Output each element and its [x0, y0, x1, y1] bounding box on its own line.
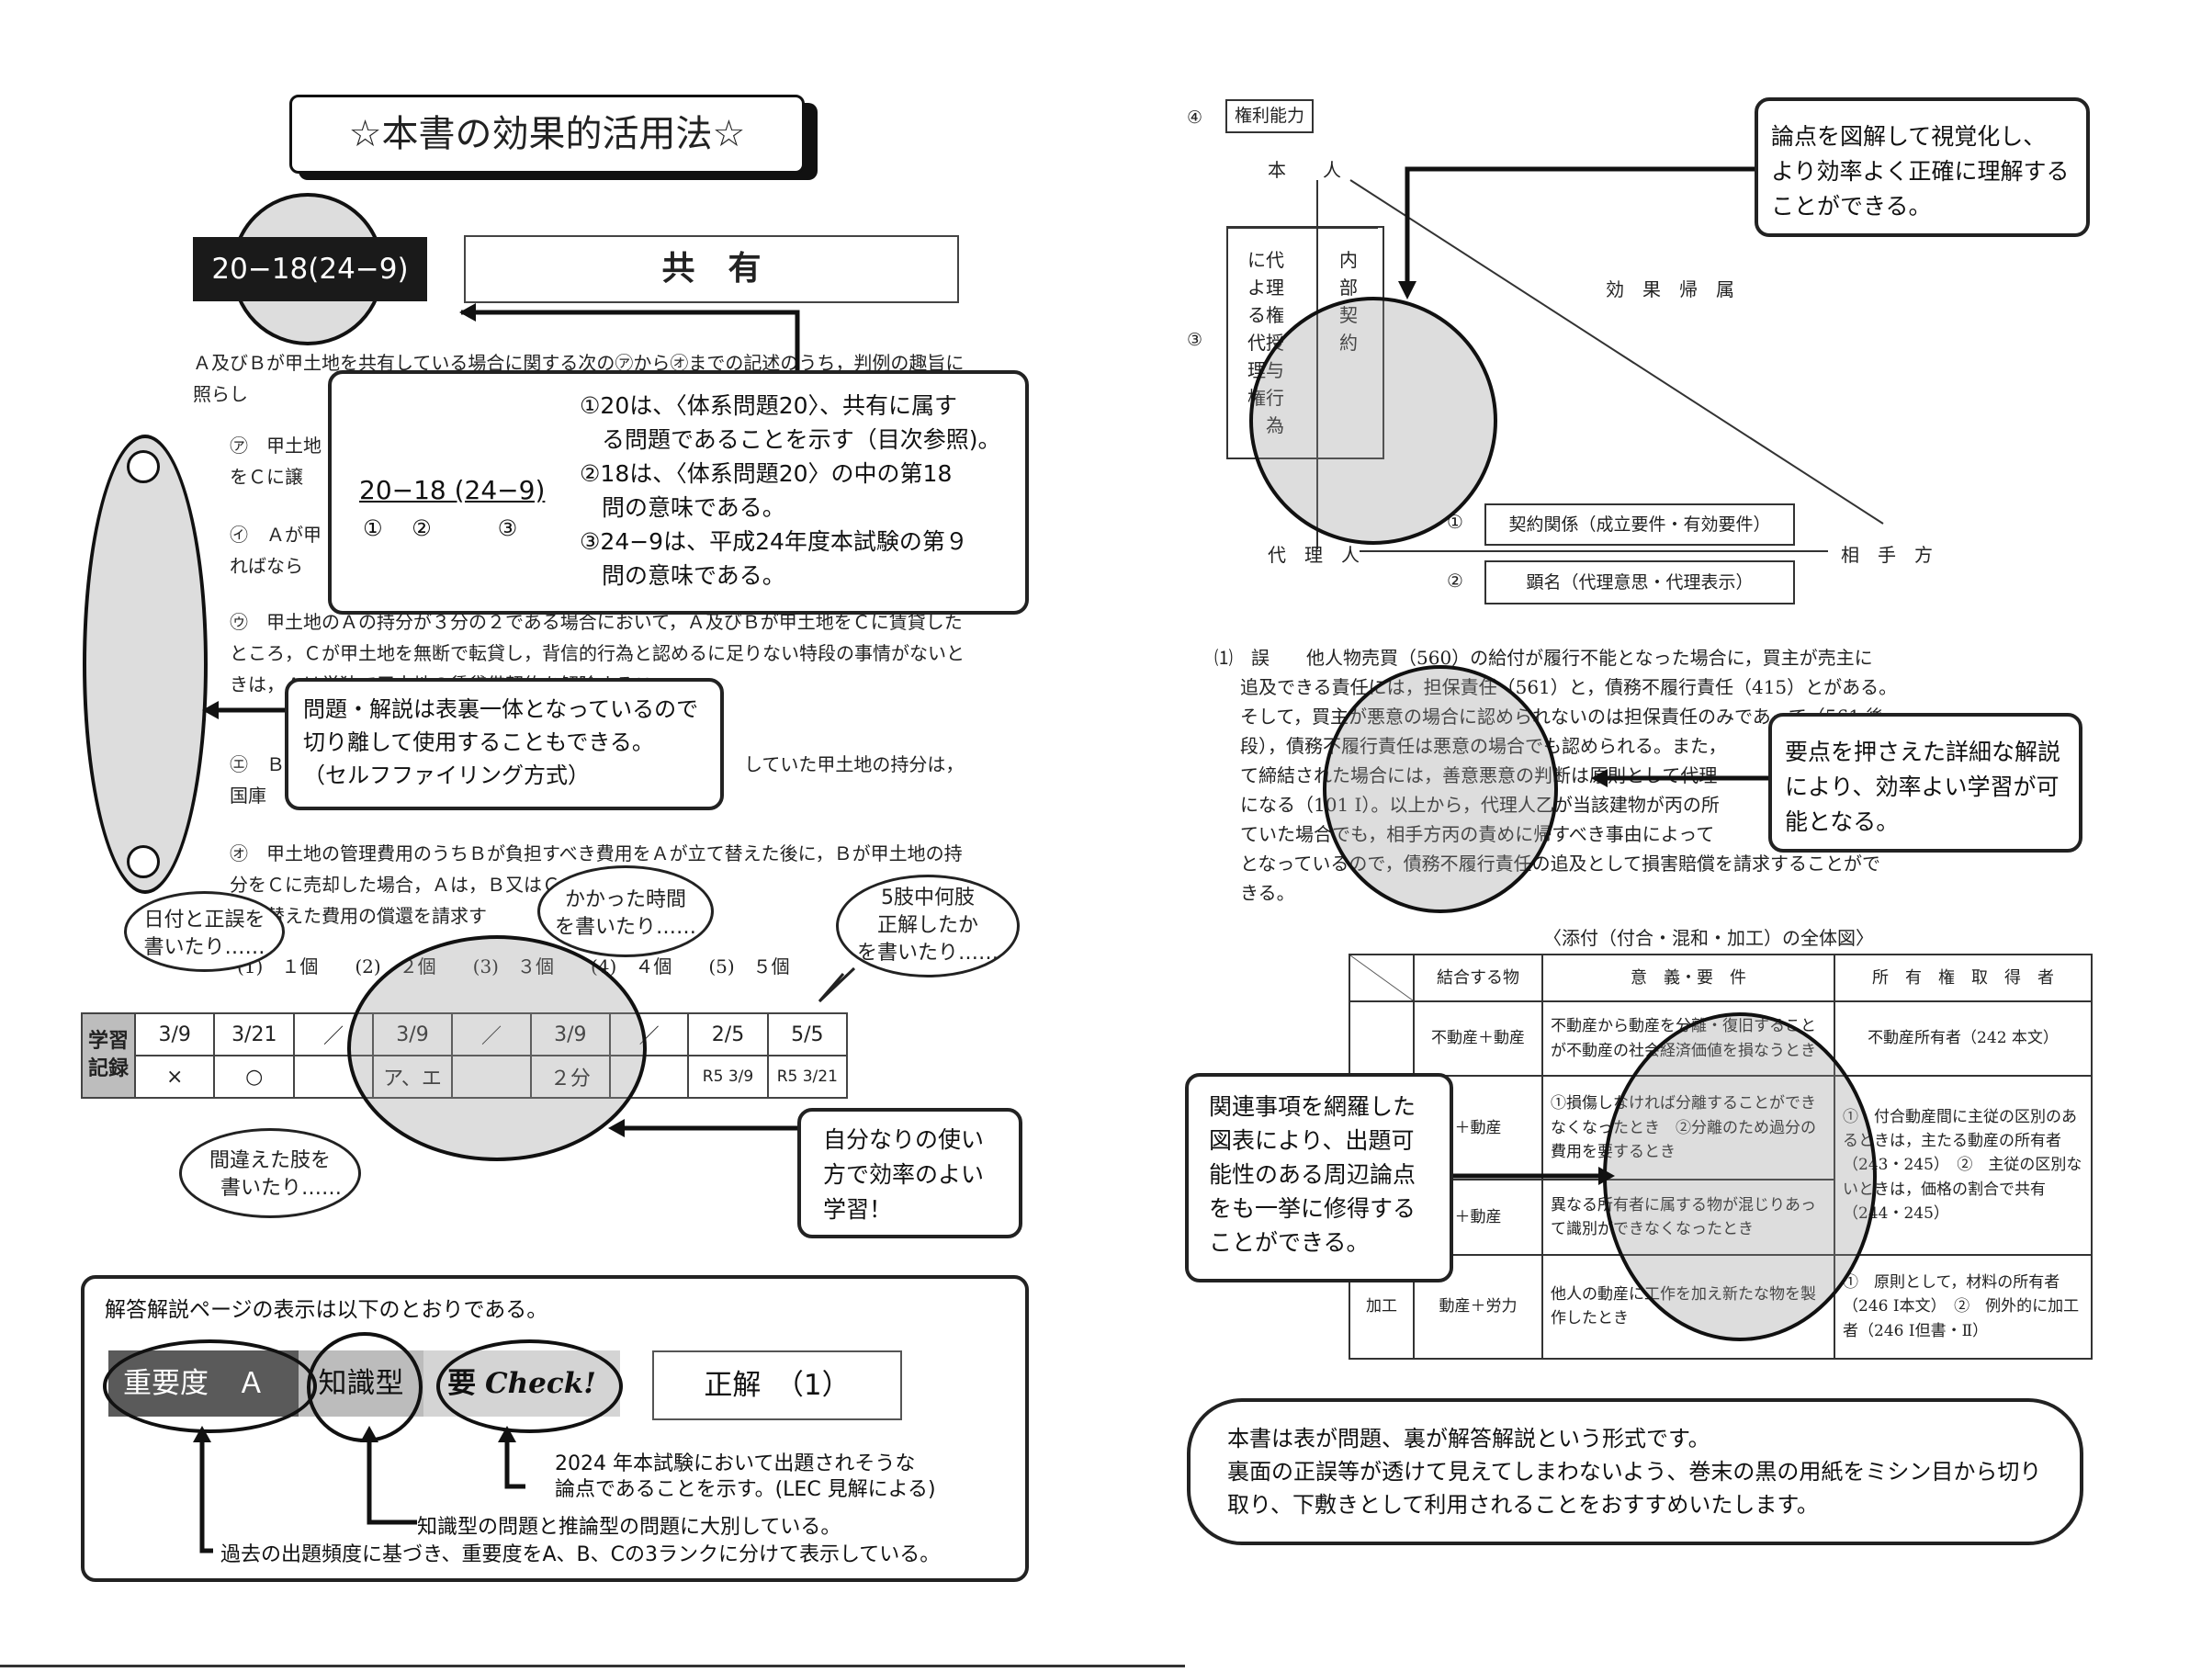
bubble-wrong: 間違えた肢を書いたり…… — [179, 1128, 361, 1218]
numbering-code: 20−18 (24−9) — [359, 475, 546, 505]
explanation-lens — [1323, 665, 1558, 913]
diagram-lens — [1249, 297, 1497, 545]
counterparty-label: 相 手 方 — [1841, 544, 1933, 566]
note-importance: 過去の出題頻度に基づき、重要度をA、B、Cの3ランクに分けて表示している。 — [220, 1543, 941, 1566]
record-cell[interactable]: 2/5 — [687, 1012, 769, 1056]
option-i: ㋑ Ａが甲ればなら — [230, 524, 322, 577]
attach-cell: 不動産所有者（242 本文） — [1834, 1000, 2093, 1078]
record-cell[interactable]: 3/9 — [134, 1012, 216, 1056]
answer-page-box: 解答解説ページの表示は以下のとおりである。 重要度 Ａ 知識型 要 Check!… — [81, 1275, 1029, 1582]
callout-separable-pointer — [202, 701, 292, 719]
attach-header: 所 有 権 取 得 者 — [1834, 954, 2093, 1002]
section-num: ④ — [1187, 107, 1203, 128]
bubble-which: 5肢中何肢正解したかを書いたり…… — [836, 875, 1020, 977]
effect-label: 効 果 帰 属 — [1606, 278, 1734, 300]
note-type: 知識型の問題と推論型の問題に大別している。 — [417, 1516, 841, 1539]
attach-header: 結合する物 — [1413, 954, 1543, 1002]
numbering-marks: ① ② ③ — [363, 515, 518, 541]
attach-cell: 不動産＋動産 — [1413, 1000, 1543, 1078]
circle3-label: ③ — [1187, 330, 1203, 350]
callout-numbering-pointer — [459, 303, 800, 378]
attach-cell: ① 原則として，材料の所有者（246 Ⅰ本文） ② 例外的に加工者（246 Ⅰ但… — [1834, 1253, 2093, 1361]
callout-explain-pointer — [1591, 769, 1773, 787]
principal-label: 本 人 — [1268, 159, 1341, 181]
bubble-which-tail — [818, 966, 856, 1003]
attach-cell: 動産＋労力 — [1413, 1253, 1543, 1361]
note-check: 2024 年本試験において出題されそうな論点であることを示す。(LEC 見解によ… — [555, 1452, 936, 1501]
agent-label: 代 理 人 — [1268, 544, 1360, 566]
binder-strip — [83, 435, 208, 894]
callout-diagram-pointer — [1398, 166, 1762, 299]
check-ring — [436, 1339, 623, 1433]
item1-box: 契約関係（成立要件・有効要件） — [1484, 503, 1795, 546]
section-label: 権利能力 — [1225, 99, 1315, 134]
record-cell[interactable]: 3/21 — [213, 1012, 296, 1056]
problem-title: 共 有 — [464, 235, 959, 303]
attach-cell — [1349, 1000, 1415, 1078]
callout-table-pointer — [1451, 1167, 1615, 1185]
item2-box: 顕名（代理意思・代理表示） — [1484, 560, 1795, 604]
study-record-label: 学習記録 — [80, 1012, 137, 1099]
circle2-label: ② — [1447, 570, 1463, 592]
record-cell[interactable]: R5 3/9 — [687, 1055, 769, 1099]
record-cell[interactable]: ○ — [213, 1055, 296, 1099]
answer-page-heading: 解答解説ページの表示は以下のとおりである。 — [105, 1298, 548, 1322]
study-record-lens — [347, 935, 647, 1161]
callout-explain: 要点を押さえた詳細な解説により、効率よい学習が可能となる。 — [1768, 713, 2082, 853]
bubble-date: 日付と正誤を書いたり…… — [124, 891, 285, 972]
callout-table: 関連事項を網羅した図表により、出題可能性のある周辺論点をも一挙に修得することがで… — [1185, 1073, 1453, 1282]
answer-label: 正解 （1） — [652, 1350, 902, 1420]
problem-number: 20−18(24−9) — [193, 237, 427, 301]
record-cell[interactable]: R5 3/21 — [766, 1055, 849, 1099]
table-lens — [1603, 1012, 1877, 1341]
attach-header-corner — [1349, 954, 1415, 1002]
record-cell[interactable]: 5/5 — [766, 1012, 849, 1056]
record-cell[interactable]: × — [134, 1055, 216, 1099]
numbering-lines: ①20は、〈体系問題20〉、共有に属す る問題であることを示す（目次参照)。 ②… — [580, 392, 1001, 589]
callout-separable: 問題・解説は表裏一体となっているので 切り離して使用することもできる。 （セルフ… — [285, 678, 724, 810]
attach-header: 意 義・要 件 — [1541, 954, 1835, 1002]
page-title: ☆本書の効果的活用法☆ — [289, 95, 805, 174]
attach-caption: 〈添付（付合・混和・加工）の全体図〉 — [1543, 927, 1874, 949]
callout-numbering: 20−18 (24−9) ① ② ③ ①20は、〈体系問題20〉、共有に属す る… — [328, 370, 1029, 615]
bubble-time: かかった時間を書いたり…… — [537, 865, 714, 957]
binder-hole-bottom — [127, 845, 160, 878]
footer-note: 本書は表が問題、裏が解答解説という形式です。 裏面の正誤等が透けて見えてしまわな… — [1187, 1398, 2083, 1545]
answer-page-arrows — [193, 1426, 525, 1553]
binder-hole-top — [127, 450, 160, 483]
page-bottom-rule — [0, 1665, 1185, 1667]
callout-efficient-pointer — [608, 1119, 804, 1137]
option-a: ㋐ 甲土地をＣに譲 — [230, 435, 322, 488]
callout-efficient: 自分なりの使い 方で効率のよい 学習！ — [797, 1108, 1022, 1238]
callout-diagram: 論点を図解して視覚化し、より効率よく正確に理解することができる。 — [1755, 97, 2090, 237]
